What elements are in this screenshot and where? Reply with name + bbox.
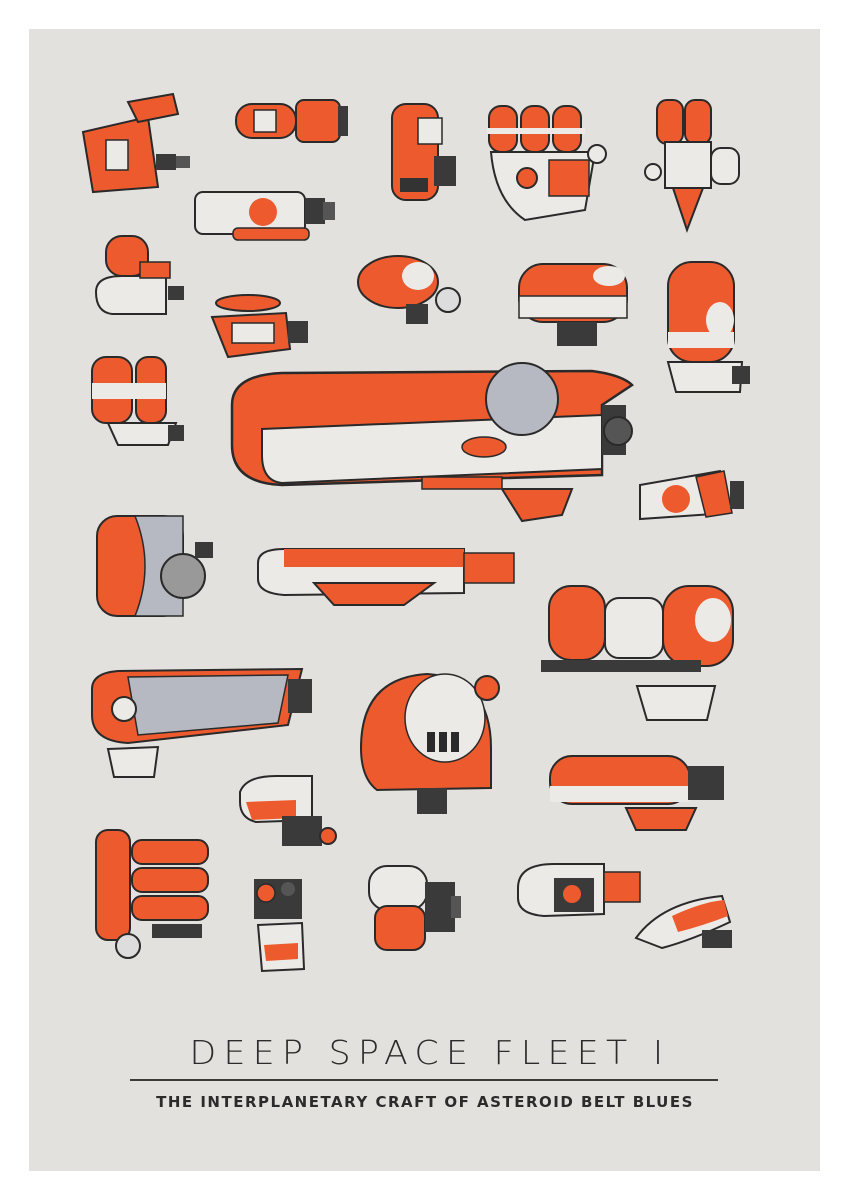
spacecraft-6 bbox=[193, 190, 338, 248]
spacecraft-14 bbox=[636, 467, 748, 529]
spacecraft-13-mothership bbox=[222, 362, 634, 530]
spacecraft-11 bbox=[208, 293, 313, 363]
spacecraft-2 bbox=[234, 96, 352, 146]
spacecraft-12 bbox=[88, 353, 190, 451]
spacecraft-9 bbox=[517, 260, 633, 352]
spacecraft-22 bbox=[92, 820, 216, 960]
spacecraft-23 bbox=[248, 875, 310, 975]
spacecraft-8 bbox=[356, 252, 464, 334]
spacecraft-25 bbox=[514, 858, 646, 926]
poster-title: DEEP SPACE FLEET I bbox=[189, 1033, 671, 1072]
spacecraft-16 bbox=[254, 543, 520, 609]
spacecraft-1 bbox=[78, 92, 196, 200]
spacecraft-24 bbox=[365, 862, 465, 957]
title-rule bbox=[130, 1079, 718, 1081]
poster-subtitle: THE INTERPLANETARY CRAFT OF ASTEROID BEL… bbox=[156, 1093, 694, 1111]
spacecraft-18 bbox=[88, 665, 318, 780]
spacecraft-7 bbox=[92, 232, 188, 320]
spacecraft-21 bbox=[236, 772, 341, 852]
spacecraft-19 bbox=[357, 668, 507, 818]
spacecraft-5 bbox=[643, 98, 743, 233]
spacecraft-26 bbox=[632, 892, 742, 954]
spacecraft-15 bbox=[95, 512, 217, 620]
spacecraft-17 bbox=[537, 576, 747, 726]
spacecraft-3 bbox=[388, 98, 463, 206]
spacecraft-10 bbox=[662, 258, 754, 398]
spacecraft-20 bbox=[546, 752, 731, 834]
spacecraft-4 bbox=[485, 100, 617, 232]
